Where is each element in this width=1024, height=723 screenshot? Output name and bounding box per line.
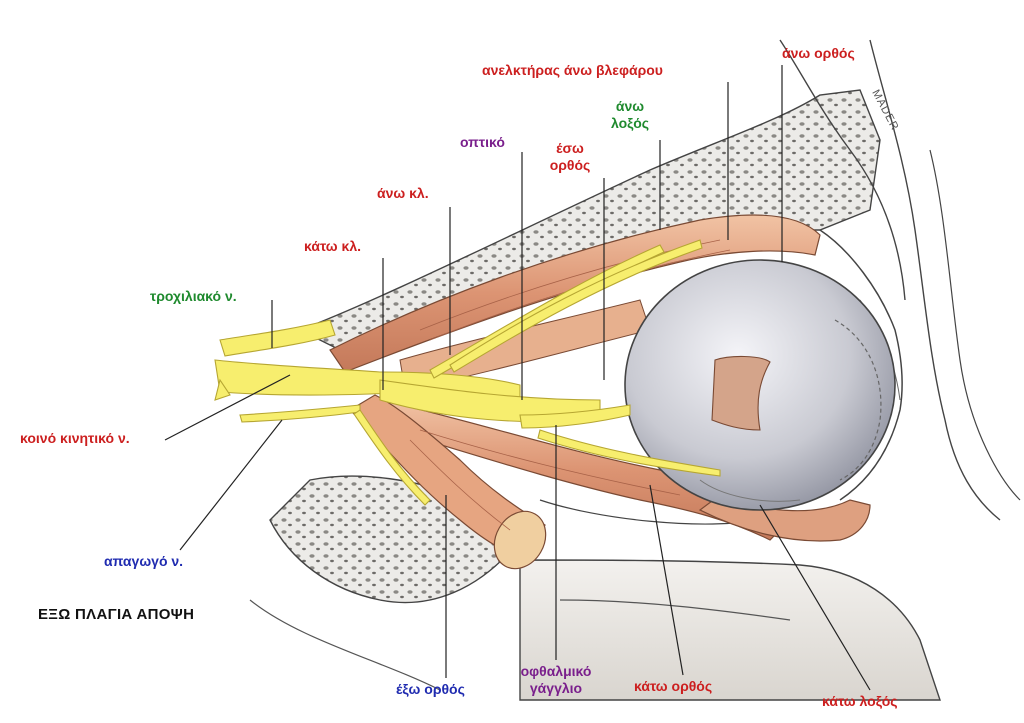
leader-lines [164, 65, 871, 691]
label-optic-nerve: οπτικό [460, 134, 505, 150]
label-inferior-rectus: κάτω ορθός [634, 678, 713, 694]
label-medial-rectus: έσω ορθός [549, 140, 591, 173]
label-levator-palpebrae: ανελκτήρας άνω βλεφάρου [482, 62, 663, 78]
label-lateral-rectus: έξω ορθός [396, 681, 465, 697]
eyeball [624, 259, 896, 511]
label-ciliary-ganglion: οφθαλμικό γάγγλιο [520, 663, 592, 696]
label-inferior-oblique: κάτω λοξός [822, 693, 898, 709]
orbit-bones [249, 39, 1021, 701]
label-superior-rectus: άνω ορθός [782, 45, 855, 61]
label-abducent-nerve: απαγωγό ν. [104, 553, 184, 569]
label-trochlear-nerve: τροχιλιακό ν. [150, 288, 237, 304]
label-superior-branch: άνω κλ. [377, 185, 429, 201]
label-inferior-branch: κάτω κλ. [304, 238, 362, 254]
view-caption: ΕΞΩ ΠΛΑΓΙΑ ΑΠΟΨΗ [38, 606, 195, 623]
nerves [214, 239, 721, 506]
label-superior-oblique: άνω λοξός [610, 98, 650, 131]
label-oculomotor-nerve: κοινό κινητικό ν. [20, 430, 130, 446]
